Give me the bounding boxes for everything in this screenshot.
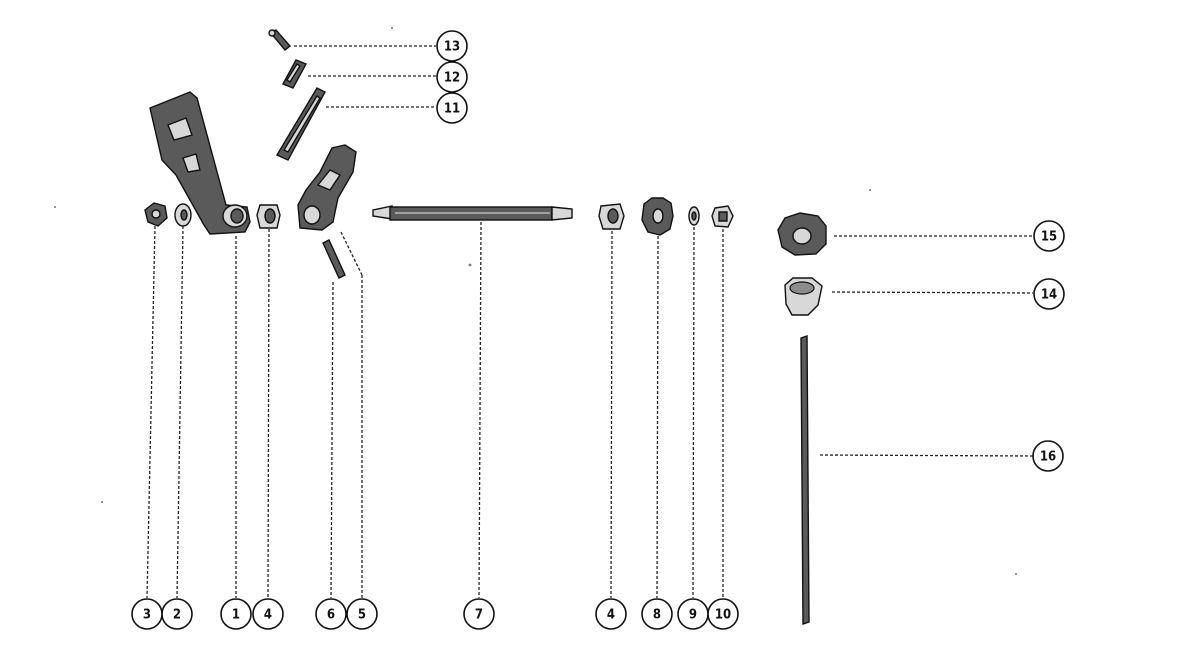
part-2-washer	[174, 203, 192, 227]
callout-11: 11	[436, 92, 468, 124]
callout-4-left-label: 4	[264, 608, 272, 623]
callout-1: 1	[220, 598, 252, 630]
part-9-washer	[688, 206, 700, 226]
callout-6-label: 6	[327, 608, 335, 623]
callout-16: 16	[1032, 440, 1064, 472]
part-1-bracket-arm	[149, 91, 251, 235]
callout-3: 3	[131, 598, 163, 630]
callout-8-label: 8	[653, 608, 661, 623]
callout-9-label: 9	[689, 608, 697, 623]
part-4-bushing-left	[256, 204, 281, 229]
callout-2: 2	[161, 598, 193, 630]
callout-6: 6	[315, 598, 347, 630]
print-specks	[54, 27, 1017, 575]
callout-15-label: 15	[1041, 230, 1057, 245]
callout-12-label: 12	[444, 71, 460, 86]
callout-4-left: 4	[252, 598, 284, 630]
callout-7-label: 7	[475, 608, 483, 623]
callout-4-right-label: 4	[607, 608, 615, 623]
callout-7: 7	[463, 598, 495, 630]
part-7-shaft	[372, 205, 573, 221]
callout-10: 10	[707, 598, 739, 630]
part-5-link-bracket	[297, 144, 357, 231]
callout-11-label: 11	[444, 102, 460, 117]
callout-15: 15	[1033, 220, 1065, 252]
leader-lines	[146, 45, 1034, 599]
callout-13: 13	[436, 30, 468, 62]
part-16-rod	[800, 335, 810, 625]
part-15-knob	[777, 212, 827, 256]
callout-3-label: 3	[143, 608, 151, 623]
part-12-plate	[282, 59, 307, 89]
callout-5: 5	[346, 598, 378, 630]
callout-8: 8	[641, 598, 673, 630]
callout-14: 14	[1033, 278, 1065, 310]
callout-9: 9	[677, 598, 709, 630]
callout-5-label: 5	[358, 608, 366, 623]
callout-10-label: 10	[715, 608, 731, 623]
part-13-screw	[268, 29, 292, 51]
callout-14-label: 14	[1041, 288, 1057, 303]
part-6-pin	[322, 239, 346, 279]
part-10-clip	[711, 205, 734, 228]
callout-4-right: 4	[595, 598, 627, 630]
part-4-bushing-right	[598, 203, 625, 230]
part-3-nut	[144, 202, 168, 227]
part-14-boot	[784, 277, 823, 316]
callout-13-label: 13	[444, 40, 460, 55]
callout-16-label: 16	[1040, 450, 1056, 465]
callout-1-label: 1	[232, 608, 240, 623]
callout-12: 12	[436, 61, 468, 93]
callout-2-label: 2	[173, 608, 181, 623]
part-11-bar	[275, 87, 326, 161]
part-8-gear	[641, 197, 674, 236]
